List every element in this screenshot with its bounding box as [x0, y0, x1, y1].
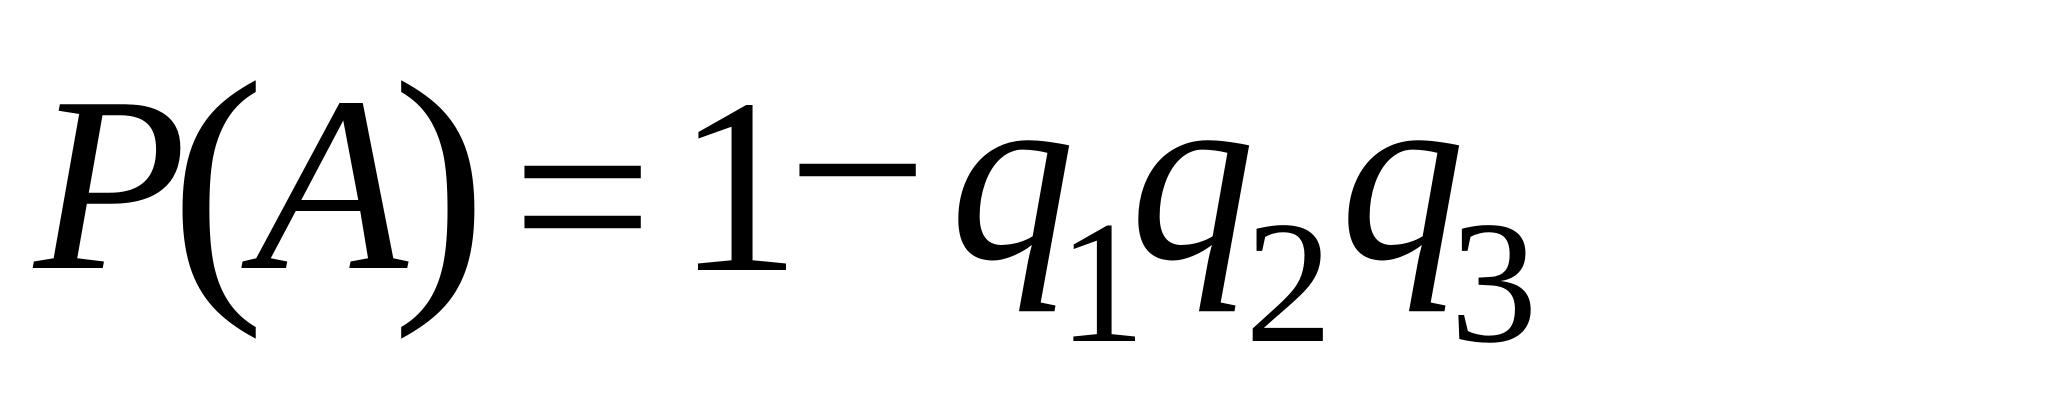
close-parenthesis: ) [392, 24, 487, 340]
open-parenthesis: ( [170, 24, 265, 340]
symbol-P: P [34, 46, 187, 323]
minus-sign: − [787, 31, 928, 308]
equals-sign: = [512, 58, 653, 335]
symbol-q2: q [1130, 36, 1255, 313]
symbol-q3: q [1340, 36, 1465, 313]
symbol-A: A [255, 46, 408, 323]
subscript-2: 2 [1245, 185, 1333, 379]
subscript-3: 3 [1450, 185, 1538, 379]
subscript-1: 1 [1058, 185, 1146, 379]
number-one: 1 [676, 48, 801, 325]
symbol-q1: q [950, 36, 1075, 313]
